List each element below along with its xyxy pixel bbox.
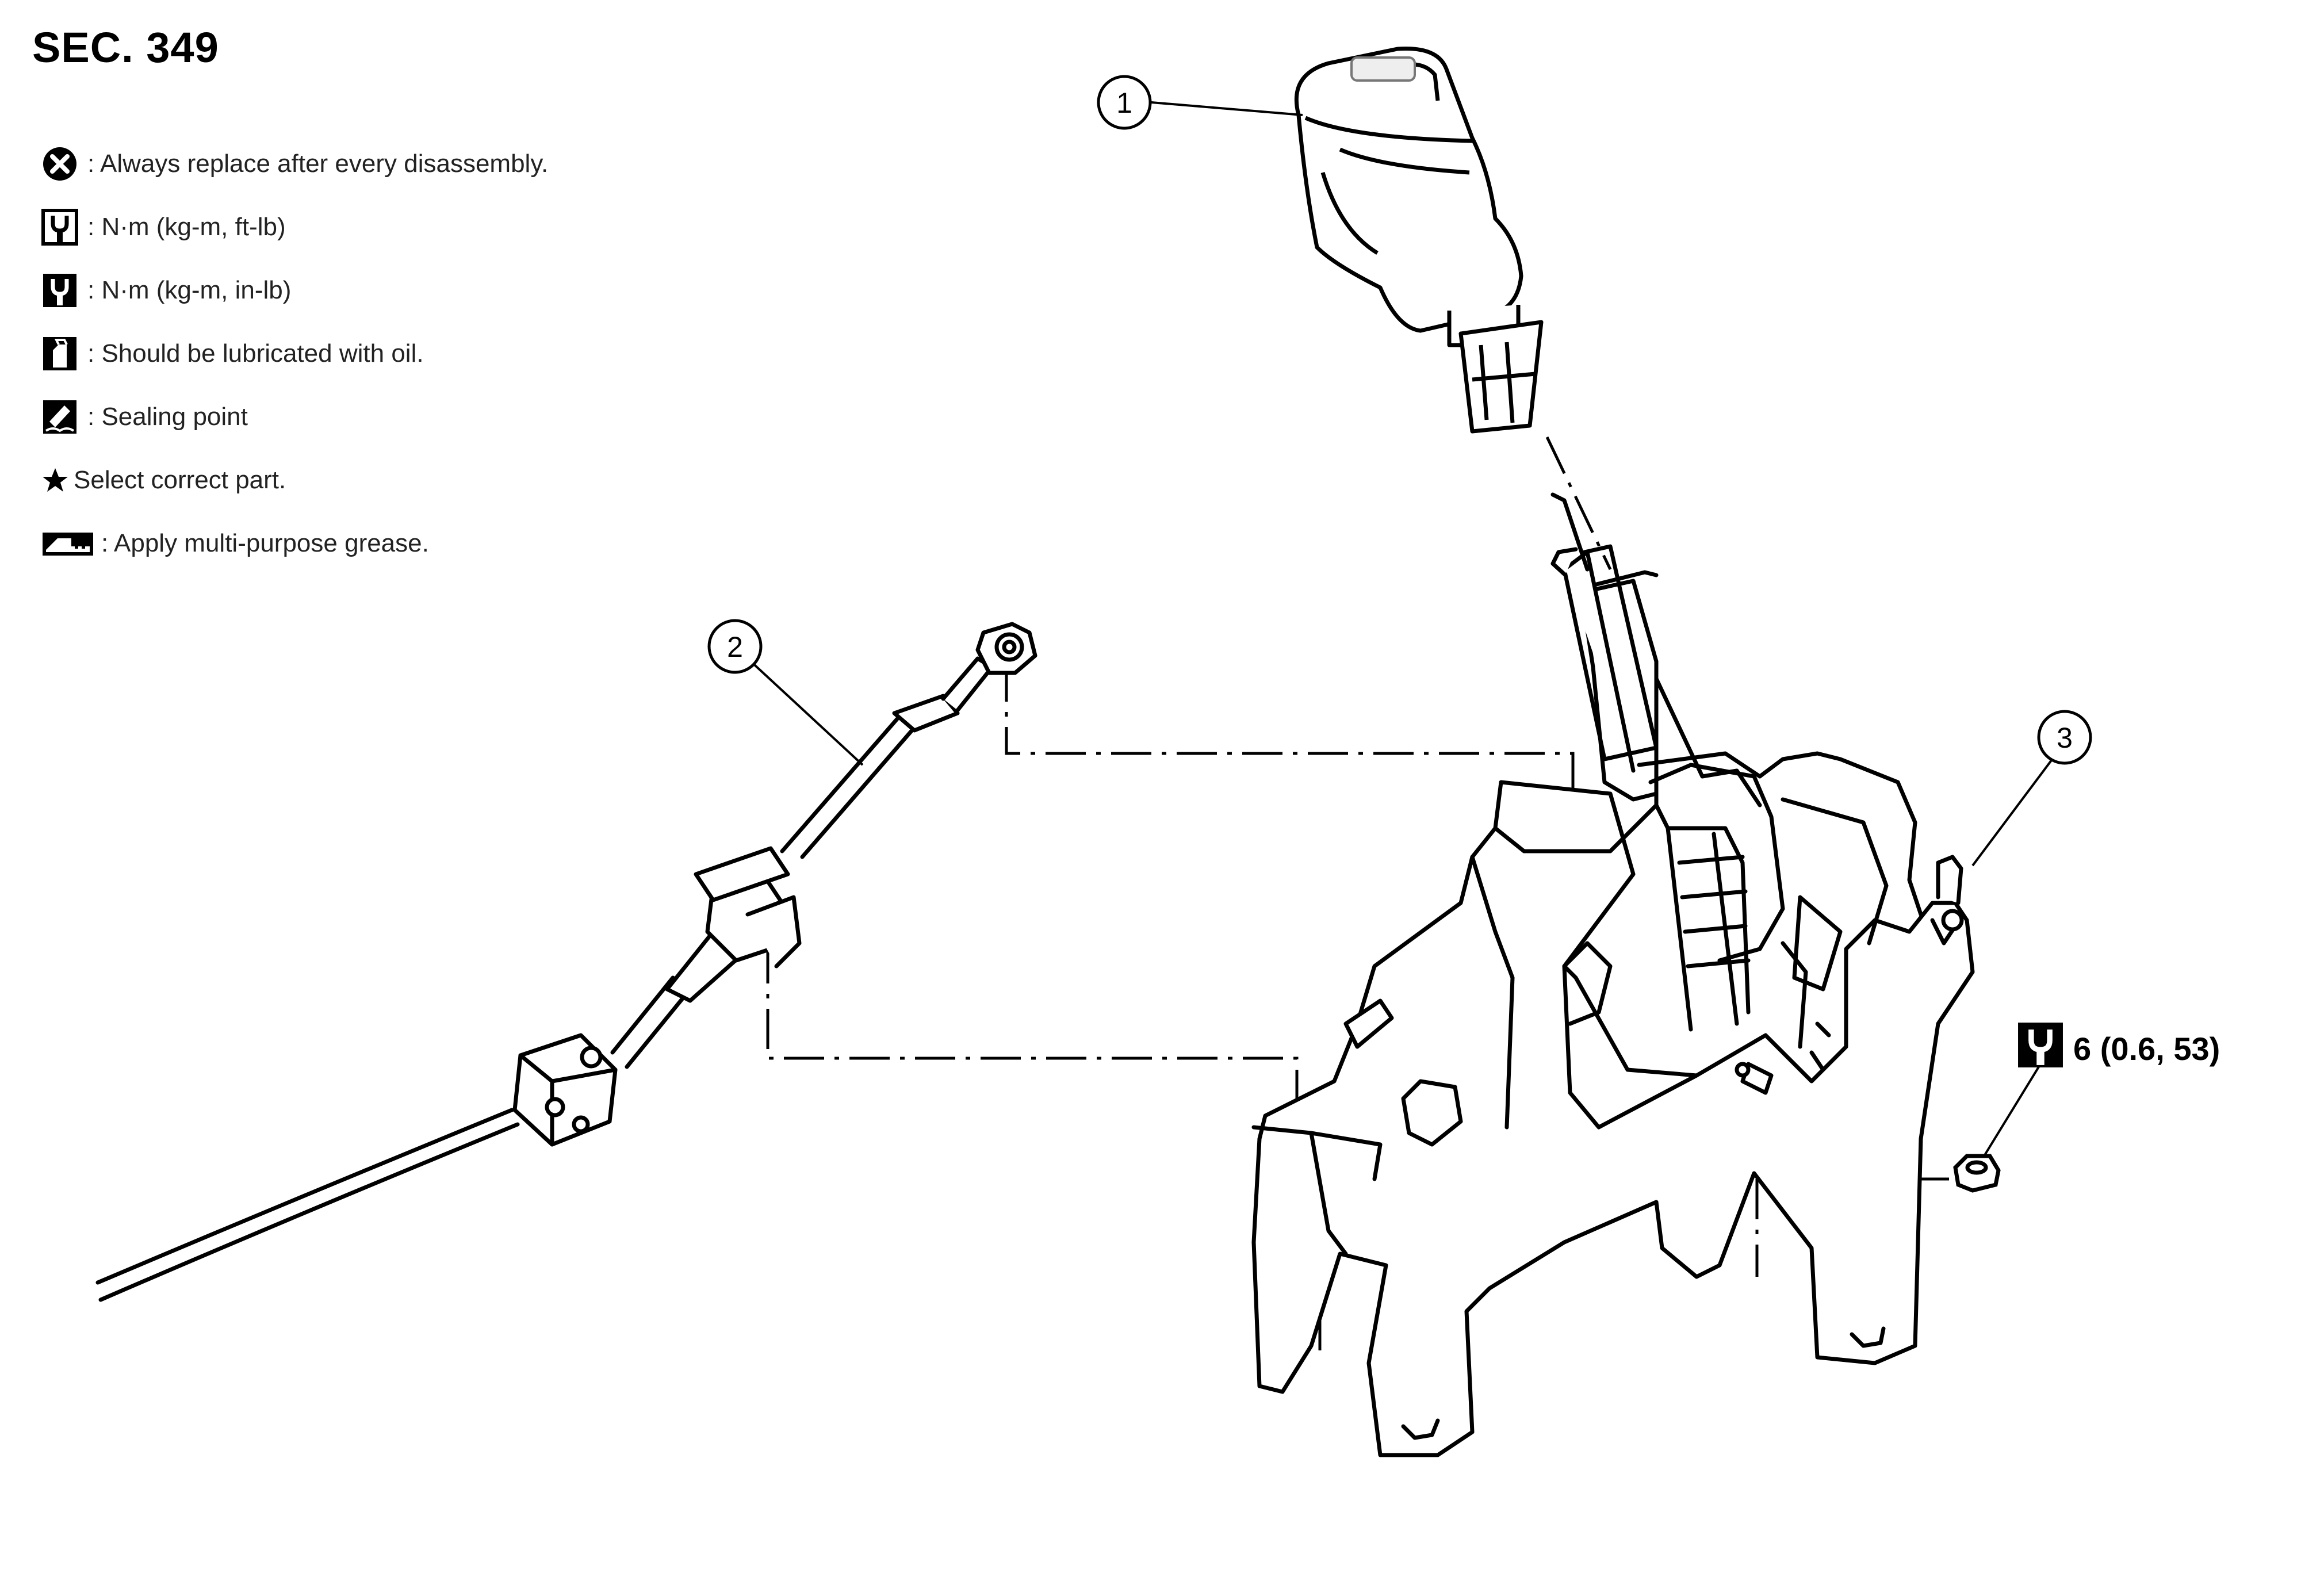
legend-item: : Always replace after every disassembly… [41, 132, 548, 196]
torque-inlb-icon [2016, 1020, 2065, 1077]
legend-item: : N·m (kg-m, in-lb) [41, 259, 548, 322]
callout-number: 2 [727, 631, 743, 663]
legend-text: Select correct part. [74, 466, 286, 494]
always-replace-icon [41, 142, 85, 186]
callout-number: 1 [1116, 87, 1132, 119]
callout-3: 3 [2037, 710, 2092, 765]
callout-1: 1 [1097, 75, 1152, 130]
callout-2: 2 [707, 619, 763, 674]
sealing-point-icon [41, 395, 85, 439]
symbol-legend: : Always replace after every disassembly… [41, 132, 548, 575]
legend-text: : N·m (kg-m, in-lb) [87, 276, 292, 304]
mounting-nut [1953, 1154, 2001, 1193]
star-icon [41, 458, 85, 502]
selector-knob [1294, 46, 1544, 434]
legend-item: : Sealing point [41, 385, 548, 449]
torque-inlb-icon [41, 269, 85, 312]
callout-leaders [746, 101, 2054, 1157]
torque-ftlb-icon [41, 205, 85, 249]
legend-item: : N·m (kg-m, ft-lb) [41, 196, 548, 259]
grease-icon [41, 522, 99, 565]
legend-item: : Should be lubricated with oil. [41, 322, 548, 385]
legend-text: : Always replace after every disassembly… [87, 150, 549, 178]
section-number: SEC. 349 [32, 24, 219, 71]
control-cable [95, 622, 1037, 1302]
callout-number: 3 [2057, 722, 2073, 754]
legend-text: : Sealing point [87, 403, 248, 431]
knob-assembly-line [1545, 436, 1612, 571]
legend-item: : Apply multi-purpose grease. [41, 512, 548, 575]
lubricate-oil-icon [41, 332, 85, 376]
legend-text: : Apply multi-purpose grease. [101, 529, 429, 557]
legend-text: : Should be lubricated with oil. [87, 339, 424, 368]
torque-value: 6 (0.6, 53) [2073, 1031, 2220, 1067]
legend-item: Select correct part. [41, 449, 548, 512]
legend-text: : N·m (kg-m, ft-lb) [87, 213, 286, 241]
torque-spec: 6 (0.6, 53) [2016, 1020, 2220, 1077]
selector-bracket [1251, 492, 1975, 1457]
